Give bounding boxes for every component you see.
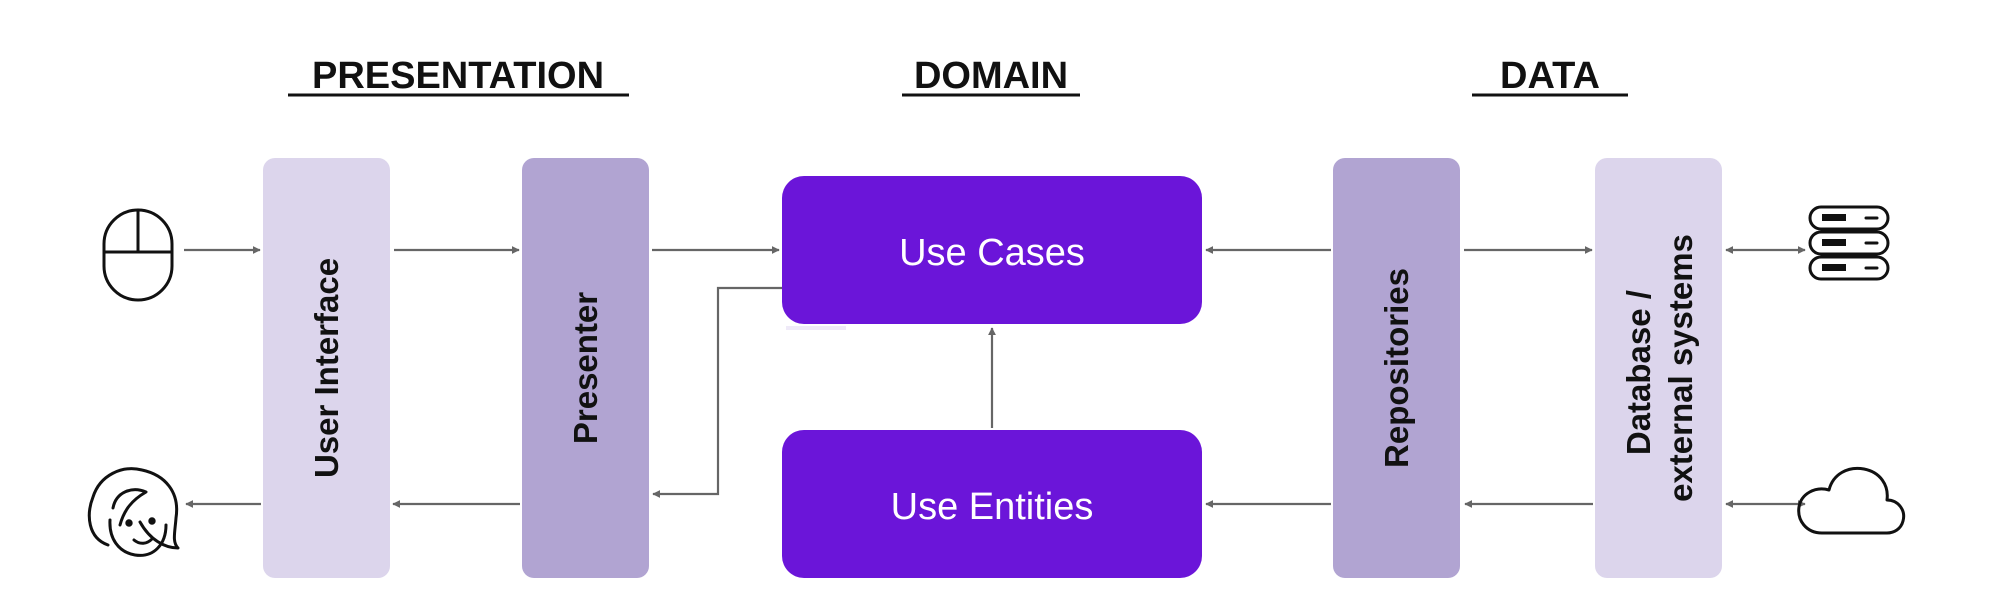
user-icon <box>87 467 180 557</box>
layer-header-domain: DOMAIN <box>914 55 1068 97</box>
database-panel <box>1595 158 1722 578</box>
presenter-label: Presenter <box>567 292 604 444</box>
presenter-panel <box>522 158 649 578</box>
cloud-icon <box>1797 466 1906 535</box>
arrow-use-cases-to-presenter <box>652 286 782 498</box>
server-stack-icon <box>1808 205 1890 281</box>
layer-header-presentation: PRESENTATION <box>312 55 604 97</box>
use-entities-block <box>782 430 1202 578</box>
repositories-panel <box>1333 158 1460 578</box>
use-entities-label: Use Entities <box>891 486 1094 528</box>
database-label: Database / external systems <box>1620 234 1699 502</box>
mouse-icon <box>102 208 174 302</box>
repositories-label: Repositories <box>1378 268 1415 468</box>
use-cases-block <box>782 176 1202 324</box>
database-label-line2: external systems <box>1662 234 1699 502</box>
user-interface-panel <box>263 158 390 578</box>
database-label-line1: Database / <box>1620 290 1657 455</box>
use-cases-label: Use Cases <box>899 232 1085 274</box>
use-cases-shadow-mark <box>786 326 846 330</box>
layer-header-data: DATA <box>1500 55 1600 97</box>
user-interface-label: User Interface <box>308 258 345 478</box>
